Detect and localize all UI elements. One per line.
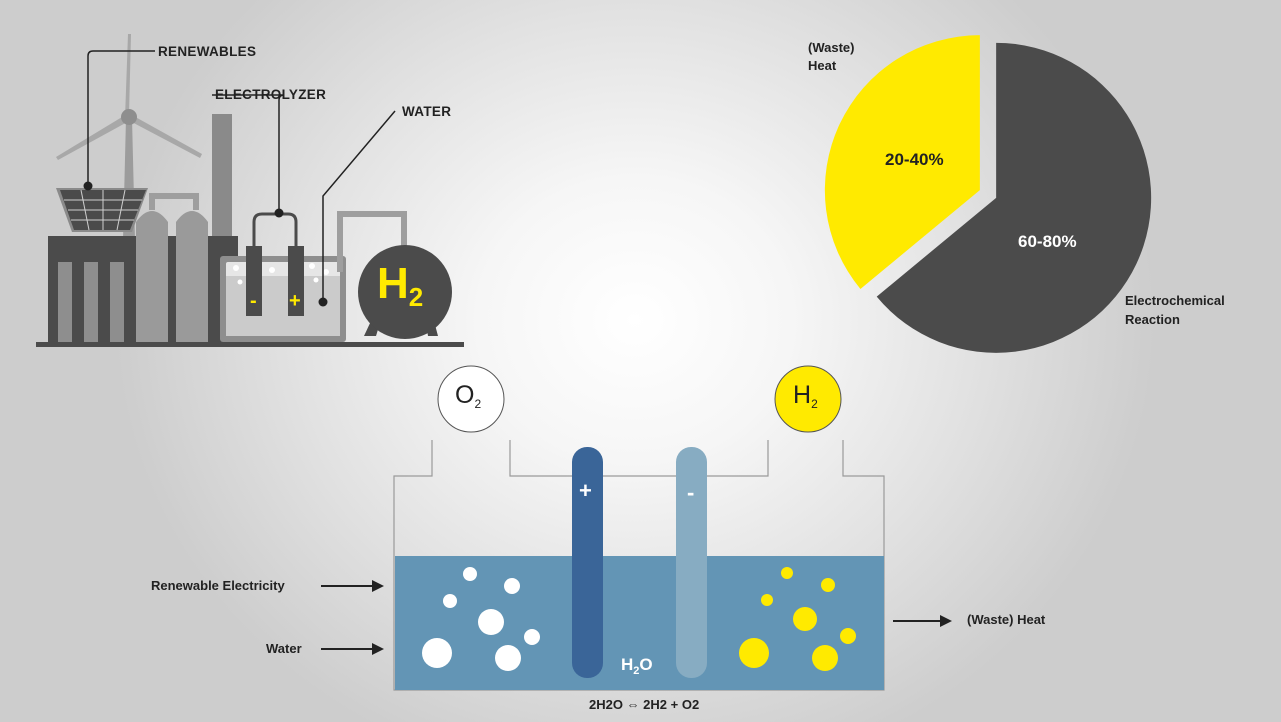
- hydrogen-gas-circle: [774, 365, 842, 433]
- output-heat-arrow: [893, 615, 952, 627]
- water-formula: H2O: [621, 655, 653, 677]
- renewable-electricity-label: Renewable Electricity: [151, 578, 285, 593]
- water-label: WATER: [402, 104, 452, 119]
- electrolyzer-plus-sign: +: [289, 290, 301, 312]
- pie-slice-waste-heat: [824, 35, 980, 289]
- hydrogen-tank-icon: [358, 245, 452, 339]
- pie-reaction-value: 60-80%: [1018, 232, 1077, 251]
- pie-heat-label: (Waste) Heat: [808, 40, 855, 73]
- input-electricity-arrow: [321, 580, 384, 592]
- pie-reaction-label: Electrochemical Reaction: [1125, 293, 1225, 327]
- oxygen-gas-circle: [437, 365, 505, 433]
- pie-heat-value: 20-40%: [885, 150, 944, 169]
- anode-plus-sign: +: [579, 478, 592, 503]
- renewables-label: RENEWABLES: [158, 44, 257, 59]
- reaction-equation: 2H2O ⇔ 2H2 + O2: [589, 697, 700, 712]
- hydrogen-bubbles: [739, 567, 856, 671]
- leader-lines: [87, 50, 396, 302]
- pie-slice-electrochemical-reaction: [876, 42, 1152, 353]
- storage-cylinder-icon: [136, 211, 168, 342]
- oxygen-bubbles: [422, 567, 540, 671]
- hydrogen-tank-label: H2: [377, 259, 424, 312]
- electrolyzer-icon: [220, 212, 346, 342]
- hydrogen-gas-label: H2: [793, 381, 818, 411]
- water-input-label: Water: [266, 641, 302, 656]
- oxygen-gas-label: O2: [455, 381, 482, 411]
- anode-electrode: [572, 447, 603, 678]
- electrolyzer-label: ELECTROLYZER: [215, 87, 327, 102]
- electrolyzer-minus-sign: -: [250, 290, 257, 312]
- plant-illustration: [36, 34, 464, 347]
- chimney-icon: [212, 114, 232, 244]
- cathode-minus-sign: -: [687, 480, 695, 505]
- input-water-arrow: [321, 643, 384, 655]
- pie-chart: [824, 35, 1152, 353]
- solar-panel-icon: [56, 188, 148, 232]
- waste-heat-output-label: (Waste) Heat: [967, 612, 1046, 627]
- cell-divider: [509, 440, 769, 477]
- cathode-electrode: [676, 447, 707, 678]
- electrolysis-cell: [321, 365, 952, 691]
- storage-cylinder-icon: [176, 211, 208, 342]
